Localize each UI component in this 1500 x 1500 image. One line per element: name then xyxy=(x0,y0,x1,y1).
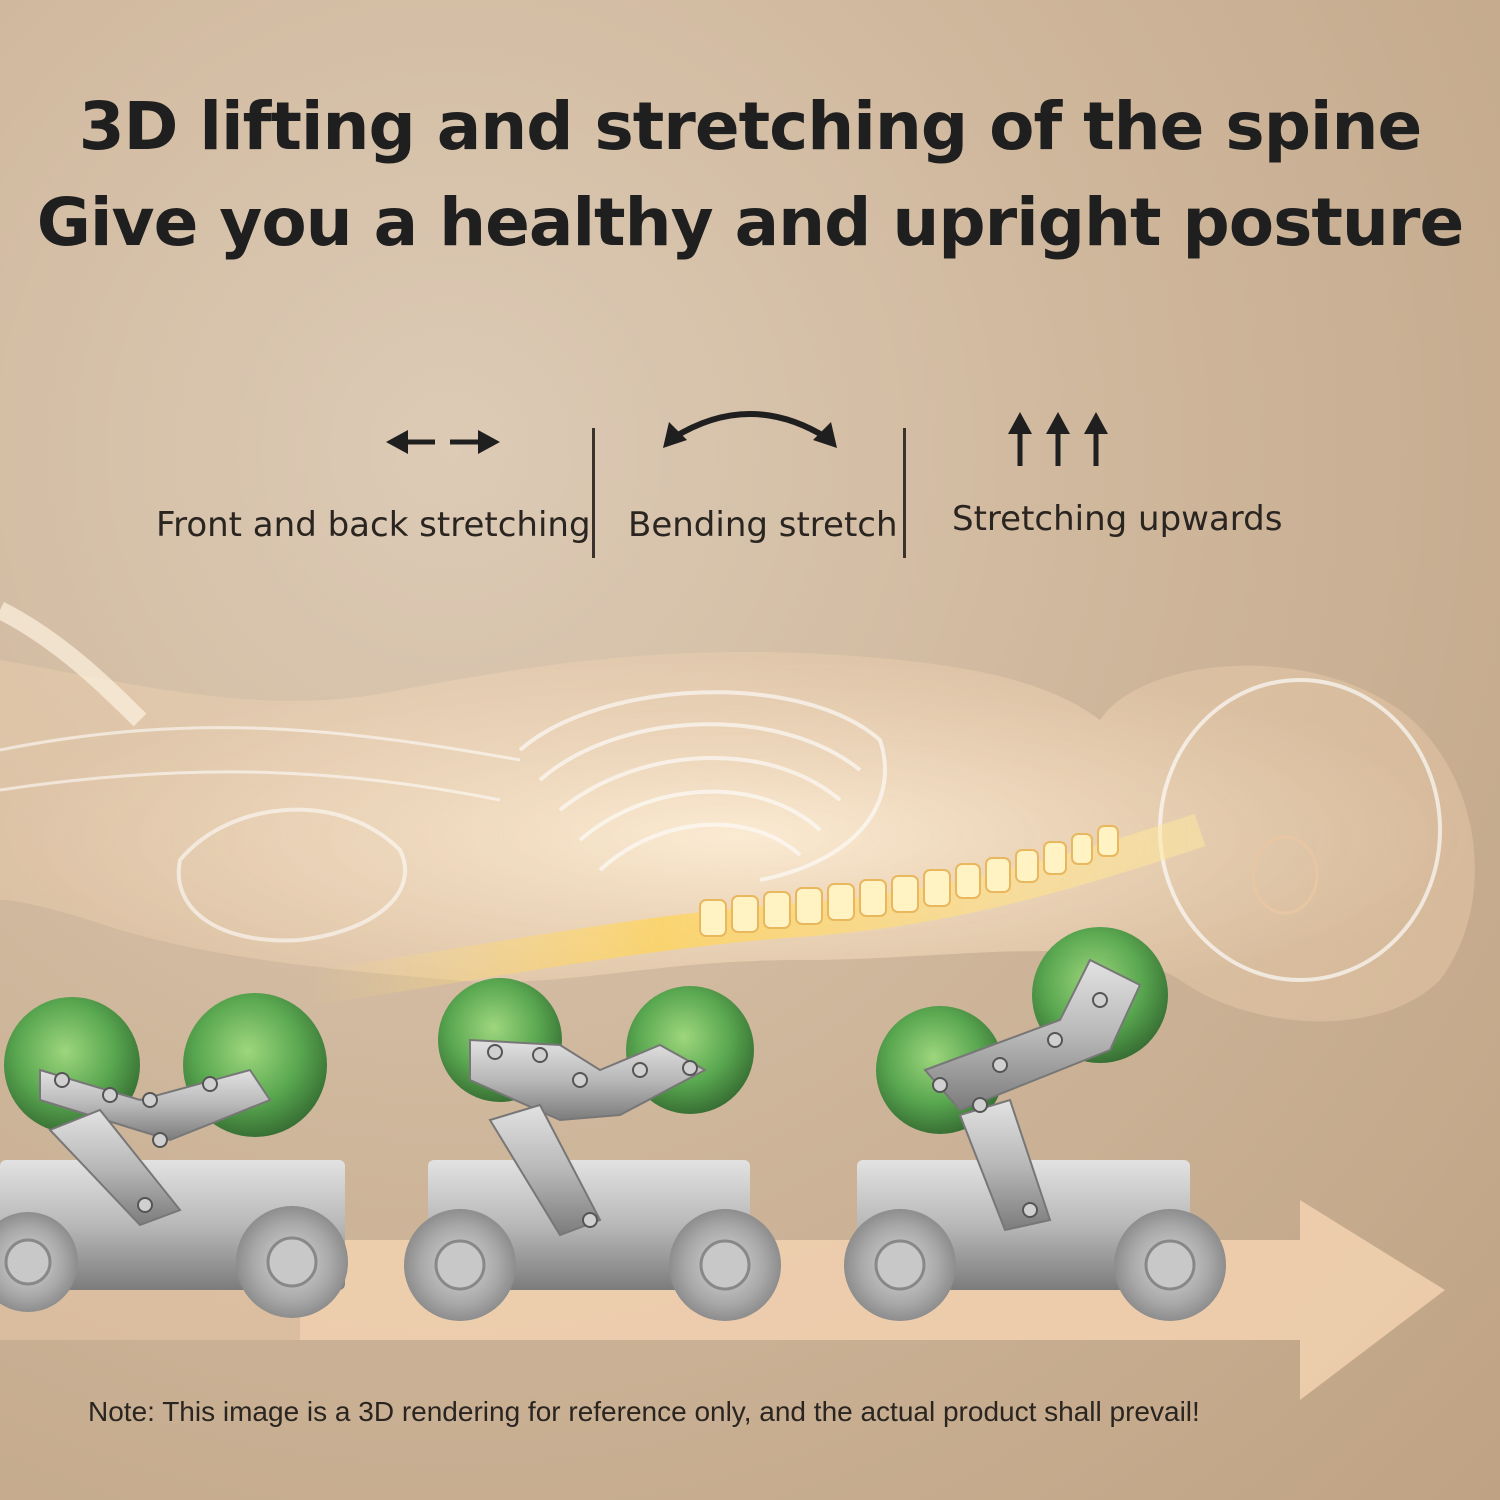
feature-divider xyxy=(903,428,906,558)
human-body-figure xyxy=(0,601,1475,1022)
curved-arc-arrow-icon xyxy=(663,411,837,448)
disclaimer-note: Note: This image is a 3D rendering for r… xyxy=(88,1396,1200,1427)
massage-illustration xyxy=(0,601,1475,1400)
roller-unit xyxy=(404,978,781,1321)
triple-up-arrow-icon xyxy=(1008,412,1108,466)
feature-label-bending: Bending stretch xyxy=(628,505,898,545)
roller-unit xyxy=(844,927,1226,1321)
feature-label-front-back: Front and back stretching xyxy=(156,505,591,545)
double-horizontal-arrow-icon xyxy=(386,430,500,454)
headline-line-2: Give you a healthy and upright posture xyxy=(36,184,1464,261)
feature-divider xyxy=(592,428,595,558)
headline-line-1: 3D lifting and stretching of the spine xyxy=(78,88,1423,165)
spine xyxy=(297,813,1206,1007)
roller-unit xyxy=(0,993,348,1318)
feature-label-upwards: Stretching upwards xyxy=(952,499,1283,539)
